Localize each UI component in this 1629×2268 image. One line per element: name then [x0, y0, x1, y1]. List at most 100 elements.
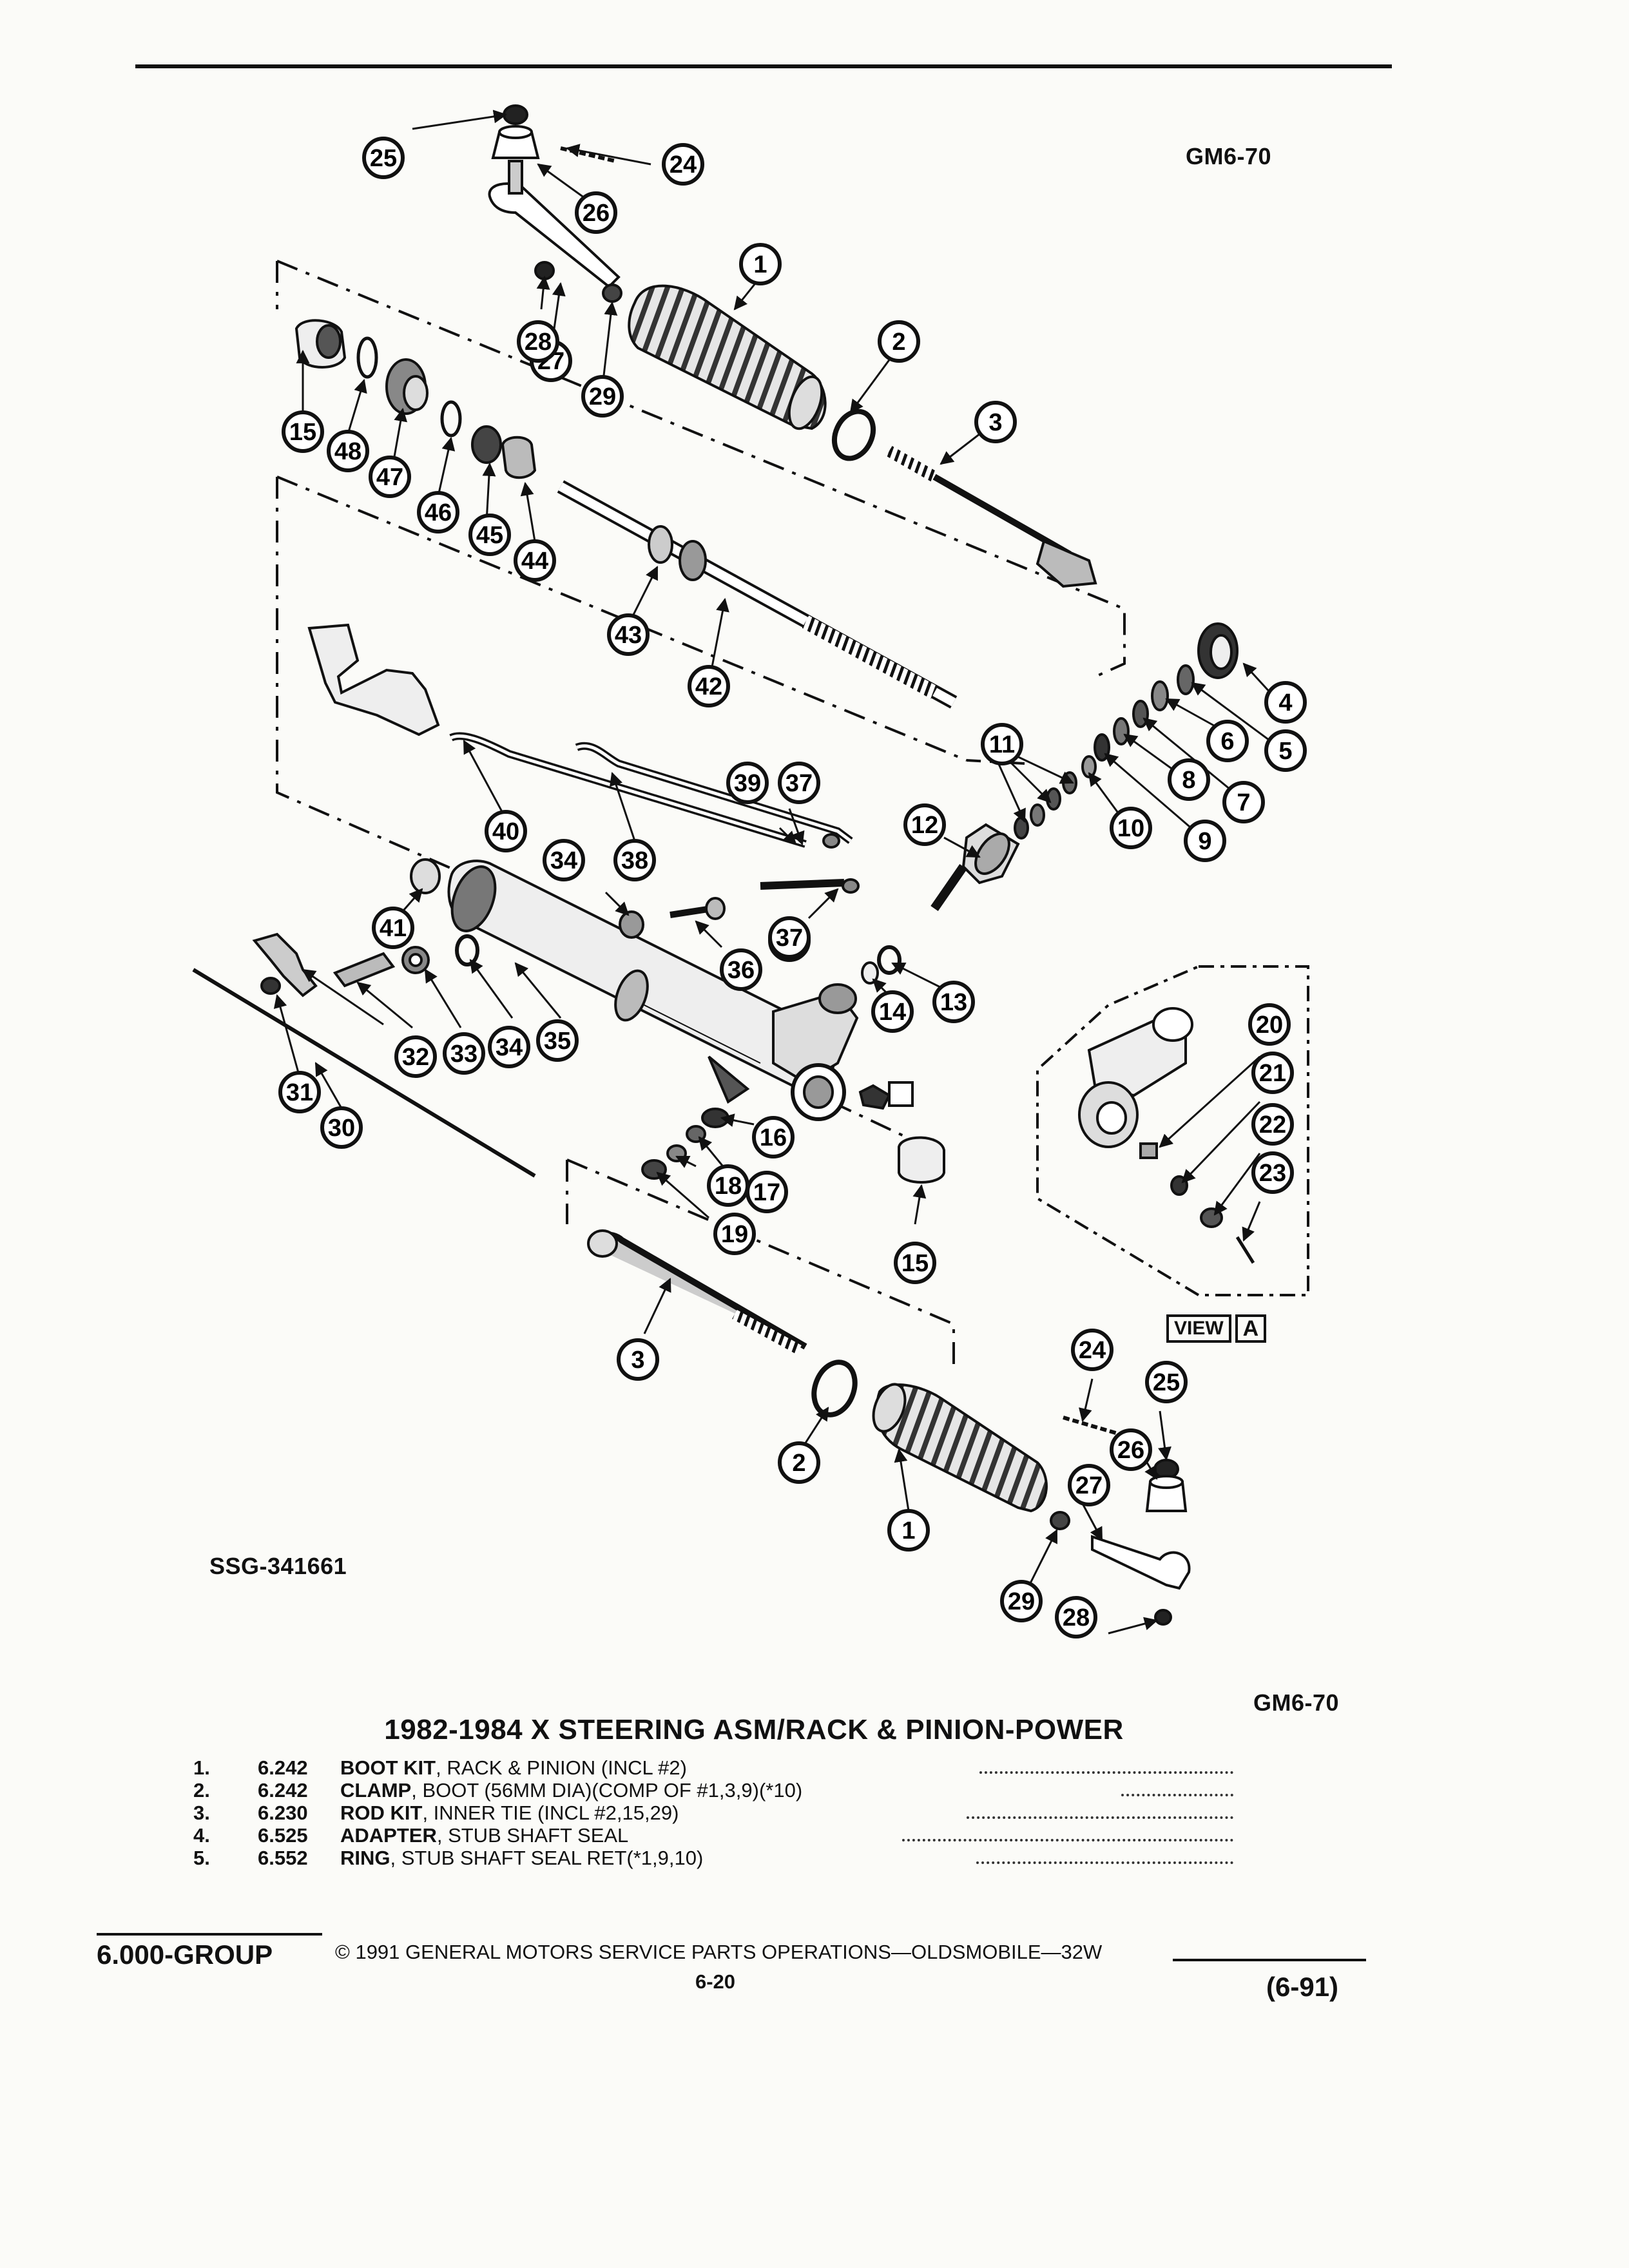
part-code: 6.525	[258, 1824, 308, 1847]
callout-circle	[713, 1213, 756, 1255]
callout-32: 32	[394, 1035, 437, 1078]
callout-9: 9	[1184, 820, 1226, 862]
callout-16: 16	[752, 1116, 795, 1158]
upper-jam-nut-29	[602, 284, 622, 303]
callout-circle	[752, 1116, 795, 1158]
footer-revision: (6-91)	[1266, 1972, 1339, 2002]
callout-number: 25	[370, 145, 397, 172]
callout-30: 30	[320, 1106, 363, 1149]
part-name: RING	[340, 1847, 390, 1869]
clip-bracket	[252, 932, 318, 997]
lower-grease-fitting-28	[1154, 1609, 1172, 1626]
callout-number: 34	[496, 1034, 523, 1061]
callout-number: 10	[1117, 815, 1144, 842]
callout-26: 26	[1110, 1428, 1152, 1471]
callout-number: 20	[1256, 1012, 1283, 1039]
transfer-lines	[307, 623, 860, 894]
part-description: BOOT KIT, RACK & PINION (INCL #2)	[340, 1756, 687, 1779]
callout-number: 28	[1063, 1604, 1090, 1631]
callout-31: 31	[278, 1071, 321, 1113]
callout-circle	[320, 1106, 363, 1149]
callout-circle	[417, 491, 459, 533]
parts-row: 4. 6.525 ADAPTER, STUB SHAFT SEAL	[193, 1824, 1237, 1847]
callout-number: 37	[786, 770, 813, 797]
callout-circle	[613, 839, 656, 881]
callout-circle	[369, 456, 411, 498]
ring-5	[1177, 664, 1195, 695]
callout-48: 48	[327, 430, 369, 472]
callout-number: 14	[879, 999, 906, 1026]
callout-35: 35	[536, 1019, 579, 1062]
cap-32	[333, 952, 396, 988]
callout-number: 30	[328, 1115, 355, 1142]
part-index: 3.	[193, 1802, 210, 1824]
illustration-id: SSG-341661	[209, 1553, 347, 1579]
rod-30	[192, 968, 536, 1178]
bracket-40	[307, 623, 440, 736]
callout-number: 12	[911, 812, 938, 839]
callout-37: 37	[768, 916, 811, 959]
callout-number: 32	[402, 1044, 429, 1071]
callout-circle	[372, 907, 414, 949]
callout-circle	[1068, 1464, 1110, 1506]
callout-number: 11	[989, 731, 1015, 758]
callout-14: 14	[871, 990, 914, 1033]
callout-number: 28	[525, 329, 552, 356]
seal-14	[861, 961, 879, 985]
callout-circle	[1251, 1151, 1294, 1194]
callout-circle	[871, 990, 914, 1033]
callout-number: 3	[631, 1347, 644, 1374]
part-description: CLAMP, BOOT (56MM DIA)(COMP OF #1,3,9)(*…	[340, 1779, 802, 1802]
ring-46	[440, 400, 462, 437]
callout-number: 19	[721, 1221, 748, 1248]
callout-circle	[1251, 1103, 1294, 1146]
footer-rule-left	[97, 1933, 322, 1936]
callout-number: 21	[1259, 1060, 1286, 1087]
callout-10: 10	[1110, 807, 1152, 849]
part-detail: , STUB SHAFT SEAL	[436, 1824, 629, 1847]
callout-number: 35	[544, 1028, 571, 1055]
callout-circle	[543, 839, 585, 881]
callout-circle	[720, 948, 762, 991]
valve-pinion-12	[930, 823, 1020, 911]
view-label-text: VIEW	[1166, 1314, 1231, 1343]
part-index: 4.	[193, 1824, 210, 1847]
callout-number: 46	[425, 499, 452, 526]
callout-number: 34	[550, 847, 577, 874]
footer-group: 6.000-GROUP	[97, 1939, 273, 1970]
left-seal-stack	[294, 319, 537, 479]
callout-15: 15	[282, 410, 324, 453]
callout-8: 8	[1168, 758, 1210, 801]
callout-circle	[1000, 1580, 1043, 1622]
callout-3: 3	[974, 401, 1017, 443]
upper-nut-25	[503, 104, 528, 125]
callout-number: 1	[753, 251, 767, 278]
callout-24: 24	[1071, 1329, 1113, 1371]
callout-number: 29	[1008, 1588, 1035, 1615]
callout-33: 33	[443, 1032, 485, 1075]
callout-26: 26	[575, 191, 617, 234]
callout-circle	[581, 375, 624, 418]
callout-22: 22	[1251, 1103, 1294, 1146]
callout-number: 9	[1198, 828, 1211, 855]
rack-seal-43	[648, 525, 673, 564]
callout-13: 13	[932, 981, 975, 1023]
upper-tie-rod-end	[488, 104, 622, 303]
callout-circle	[1168, 758, 1210, 801]
callout-42: 42	[688, 665, 730, 707]
callout-circle	[932, 981, 975, 1023]
callout-number: 6	[1220, 728, 1234, 755]
callout-3: 3	[617, 1338, 659, 1381]
callout-38: 38	[613, 839, 656, 881]
callout-12: 12	[903, 803, 946, 846]
lower-outer-tie-rod-27	[1091, 1535, 1191, 1590]
callout-circle	[981, 723, 1023, 765]
lower-clamp-2	[811, 1360, 858, 1418]
callout-5: 5	[1264, 729, 1307, 772]
callout-25: 25	[1145, 1361, 1188, 1403]
callout-number: 41	[380, 915, 407, 942]
callout-circle	[974, 401, 1017, 443]
callout-circle	[607, 613, 650, 656]
callout-34: 34	[543, 839, 585, 881]
callout-1: 1	[887, 1509, 930, 1552]
